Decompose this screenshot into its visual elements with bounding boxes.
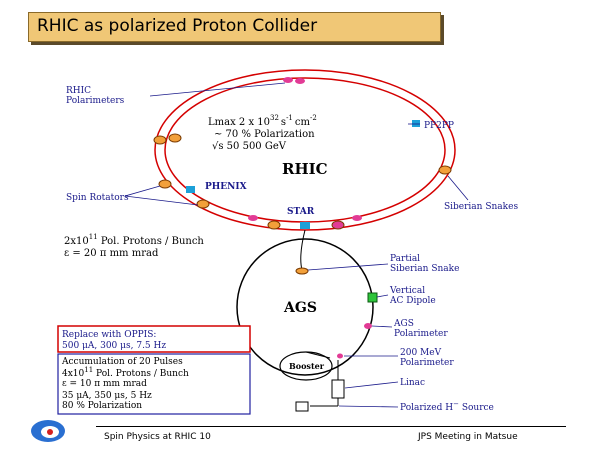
- rhic-polarimeters-label-1: RHIC: [66, 86, 91, 96]
- source-box: [295, 401, 309, 412]
- snake-marker: [153, 135, 167, 145]
- rotator-marker: [331, 220, 345, 230]
- info-box: [57, 353, 251, 415]
- star-marker: [300, 222, 310, 229]
- polarimeter-marker: [248, 215, 258, 221]
- logo-dot: [47, 429, 53, 435]
- rotator-marker: [267, 220, 281, 230]
- info-box-line-3: ε = 10 π mm mrad: [62, 379, 147, 389]
- ring-markers: [153, 77, 452, 230]
- polarization-line: ~ 70 % Polarization: [214, 129, 315, 140]
- replace-box-line-2: 500 μA, 300 μs, 7.5 Hz: [62, 341, 166, 351]
- mev-polarimeter-label-2: Polarimeter: [400, 358, 454, 368]
- linac-label: Linac: [400, 378, 425, 388]
- rotator-marker: [158, 179, 172, 189]
- ac-dipole-marker: [367, 292, 378, 303]
- slide-title: RHIC as polarized Proton Collider: [37, 16, 318, 36]
- info-box-line-5: 80 % Polarization: [62, 401, 142, 411]
- rhic-ring-inner: [164, 77, 446, 223]
- partial-snake-label-1: Partial: [390, 254, 420, 264]
- footer-left-text: Spin Physics at RHIC 10: [104, 432, 211, 442]
- partial-snake-label-2: Siberian Snake: [390, 264, 459, 274]
- ags-ring: [236, 238, 374, 376]
- rhic-label: RHIC: [282, 160, 328, 178]
- info-box-line-4: 35 μA, 350 μs, 5 Hz: [62, 391, 152, 401]
- mev-polarimeter-marker: [337, 353, 343, 359]
- ac-dipole-label-1: Vertical: [389, 286, 425, 296]
- linac-box: [331, 379, 345, 399]
- pointer-lines: [124, 82, 469, 408]
- replace-box-line-1: Replace with OPPIS:: [62, 330, 156, 340]
- sqrt-s-line: √s 50 500 GeV: [212, 141, 287, 152]
- phenix-label: PHENIX: [205, 182, 247, 192]
- footer-right-text: JPS Meeting in Matsue: [418, 432, 518, 442]
- rhic-polarimeters-label-2: Polarimeters: [66, 96, 125, 106]
- pp2pp-label: PP2PP: [424, 121, 454, 131]
- title-banner: RHIC as polarized Proton Collider: [28, 12, 441, 42]
- pp2pp-marker: [412, 120, 420, 127]
- booster-link: [305, 351, 331, 359]
- replace-box: [57, 325, 251, 353]
- snake-marker: [438, 165, 452, 175]
- rotator-marker: [196, 199, 210, 209]
- booster-label: Booster: [289, 361, 325, 371]
- siberian-snakes-label: Siberian Snakes: [444, 202, 518, 212]
- snake-marker: [168, 133, 182, 143]
- mev-polarimeter-label-1: 200 MeV: [400, 348, 442, 358]
- partial-snake-marker: [295, 267, 309, 275]
- info-box-line-2: 4x1011 Pol. Protons / Bunch: [62, 366, 189, 379]
- bunch-emittance: ε = 20 π mm mrad: [64, 248, 159, 259]
- polarimeter-marker: [352, 215, 362, 221]
- logo-graphic: [31, 420, 65, 442]
- ags-polarimeter-label-1: AGS: [393, 319, 414, 329]
- transfer-line: [300, 229, 306, 271]
- ac-dipole-label-2: AC Dipole: [389, 296, 436, 306]
- institution-logo-icon: [28, 417, 68, 445]
- footer-divider: [96, 426, 566, 427]
- ags-label: AGS: [283, 300, 317, 316]
- star-label: STAR: [287, 207, 315, 217]
- ags-polarimeter-marker: [364, 323, 372, 329]
- polarized-source-label: Polarized H− Source: [400, 400, 494, 413]
- bunch-intensity: 2x1011 Pol. Protons / Bunch: [64, 233, 204, 247]
- polarimeter-marker: [283, 77, 293, 83]
- phenix-marker: [186, 186, 195, 193]
- spin-rotators-label: Spin Rotators: [66, 193, 129, 203]
- info-box-line-1: Accumulation of 20 Pulses: [61, 357, 183, 367]
- polarimeter-marker: [295, 78, 305, 84]
- ags-polarimeter-label-2: Polarimeter: [394, 329, 448, 339]
